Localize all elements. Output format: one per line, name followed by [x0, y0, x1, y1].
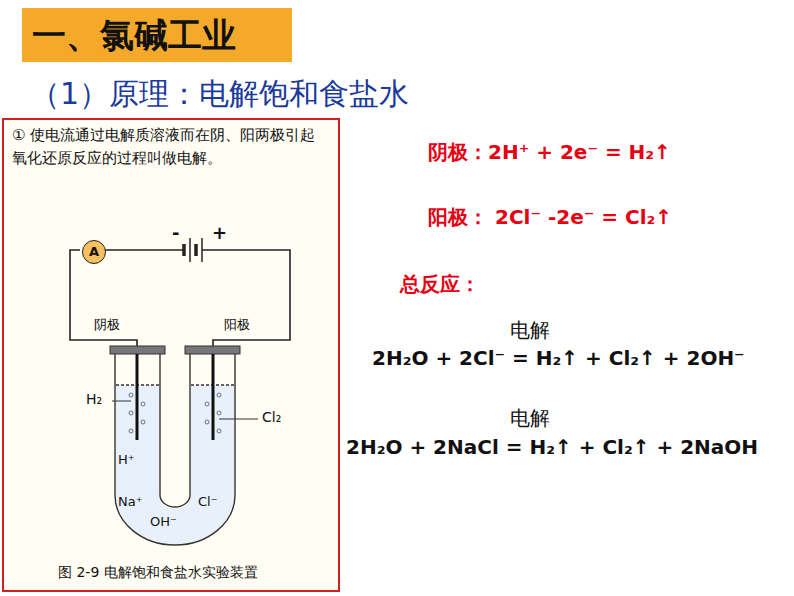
half-equation: 阴极：2H⁺ + 2e⁻ = H₂↑ [428, 140, 671, 164]
circuit-wire [70, 250, 290, 440]
leader-line [112, 401, 258, 419]
stopper [110, 346, 240, 354]
battery-symbol [184, 238, 202, 262]
slide-title: 一、氯碱工业 [32, 15, 236, 56]
u-tube [115, 352, 235, 545]
ion-label: OH⁻ [150, 514, 177, 530]
meter-letter: A [83, 241, 105, 263]
definition-note: ① 使电流通过电解质溶液而在阴、阳两极引起氧化还原反应的过程叫做电解。 [12, 124, 330, 170]
gas-label: H₂ [86, 391, 102, 408]
ion-label: H⁺ [118, 452, 135, 468]
picture-ground [4, 120, 338, 590]
ionic-equation: 2H₂O + 2Cl⁻ = H₂↑ + Cl₂↑ + 2OH⁻ [372, 346, 745, 370]
ammeter-symbol: A [82, 240, 106, 264]
gas-label: Cl₂ [262, 409, 281, 426]
reaction-condition: 电解 [510, 406, 550, 430]
electrode-label: 阴极 [94, 317, 120, 333]
brine-solution [116, 385, 234, 544]
title-banner: 一、氯碱工业 [22, 8, 292, 62]
ion-label: Cl⁻ [198, 494, 218, 510]
subtitle: （1）原理：电解饱和食盐水 [30, 76, 409, 112]
figure-caption: 图 2-9 电解饱和食盐水实验装置 [58, 564, 258, 581]
electrode [137, 354, 213, 440]
half-equation: 阳极： 2Cl⁻ -2e⁻ = Cl₂↑ [428, 205, 672, 229]
gas-bubbles [129, 393, 221, 433]
electrode-label: 阳极 [224, 317, 250, 333]
chemical-equation: 2H₂O + 2NaCl = H₂↑ + Cl₂↑ + 2NaOH [346, 435, 758, 459]
polarity-sign: - [172, 222, 179, 244]
polarity-sign: + [212, 222, 227, 244]
reaction-condition: 电解 [510, 318, 550, 342]
ion-label: Na⁺ [118, 494, 143, 510]
equation-heading: 总反应： [400, 272, 480, 296]
